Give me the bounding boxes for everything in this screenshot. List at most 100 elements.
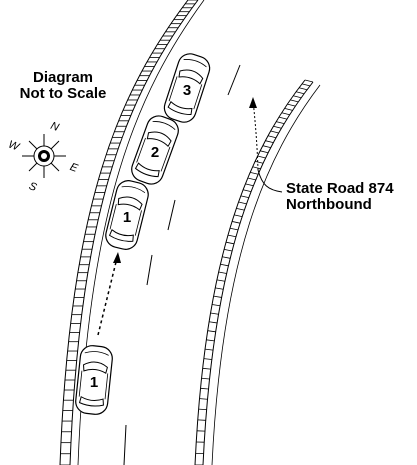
curb-tick [262, 145, 271, 149]
curb-tick [216, 279, 225, 282]
curb-tick [270, 130, 279, 134]
curb-tick [222, 256, 231, 259]
diagram-scale-note: Diagram Not to Scale [2, 70, 124, 102]
vehicle-1-final: 1 [105, 180, 149, 250]
vehicle-rear-window [108, 229, 134, 242]
right-curb-inner-line [202, 81, 314, 465]
curb-tick [242, 189, 252, 193]
curb-tick [276, 121, 285, 125]
road-label-line2: Northbound [286, 196, 372, 213]
lane-mark-mid [167, 199, 176, 231]
curb-tick [290, 99, 299, 103]
vehicle-side-line [78, 370, 83, 397]
vehicle-number-label: 2 [151, 144, 159, 161]
curb-tick [199, 398, 208, 400]
vehicle-hood-line [152, 121, 176, 130]
curb-tick [301, 83, 311, 87]
curb-tick [295, 91, 305, 95]
vehicle-side-line [168, 76, 178, 102]
vehicle-number-label: 1 [123, 209, 131, 226]
vehicle-windshield [178, 69, 204, 85]
curb-tick [211, 304, 221, 307]
curb-tick [245, 183, 254, 187]
lane-marks [123, 64, 241, 465]
curb-tick [215, 287, 224, 290]
road-label-leader [257, 169, 283, 193]
direction-arrow-head [249, 97, 257, 108]
curb-tick [202, 367, 211, 370]
curb-tick [293, 95, 302, 99]
compass-rose-icon: N S E W [7, 120, 80, 194]
curb-tick [298, 87, 308, 91]
curb-tick [210, 312, 219, 315]
curb-tick [247, 177, 256, 181]
vehicle-hood-line [84, 351, 109, 356]
curb-tick [225, 241, 235, 245]
vehicle-hood-line [121, 186, 146, 193]
curb-tick [227, 234, 237, 238]
curb-tick [207, 330, 216, 333]
lane-mark-low [146, 254, 153, 286]
curb-tick [224, 248, 233, 252]
vehicle-rear-window [134, 162, 160, 178]
curb-tick [234, 214, 243, 217]
vehicle-2-final: 2 [131, 115, 179, 185]
direction-arrow-shaft [252, 99, 259, 171]
compass-south-label: S [27, 180, 39, 194]
vehicle-side-line [104, 373, 109, 400]
curb-tick [201, 377, 210, 380]
vehicle-rear-window [167, 100, 193, 116]
curb-tick [252, 166, 261, 170]
curb-tick [200, 387, 209, 390]
left-curb-inner-line [69, 0, 199, 465]
vehicle-3-final: 3 [163, 53, 211, 123]
vehicle-number-label: 1 [90, 374, 98, 391]
vehicle-number-label: 3 [183, 82, 191, 99]
diagram-note-line1: Diagram [32, 69, 94, 86]
left-curb-hatching [60, 0, 198, 465]
compass-north-label: N [49, 120, 61, 134]
curb-tick [257, 155, 266, 159]
right-curb-hatching [195, 79, 314, 465]
vehicle-hood-line [183, 59, 207, 68]
curb-tick [208, 321, 218, 324]
curb-tick [220, 263, 229, 267]
vehicle-side-line [134, 210, 142, 236]
curb-tick [254, 160, 264, 164]
curb-tick [265, 140, 274, 144]
curb-tick [218, 271, 227, 274]
vehicle-body [75, 345, 113, 415]
curb-tick [287, 103, 296, 107]
curb-tick [284, 107, 293, 111]
vehicle-rear-window [78, 395, 104, 407]
curb-tick [204, 348, 214, 351]
vehicle-side-line [160, 146, 171, 172]
curb-tick [229, 227, 239, 231]
vehicle-1-travel-path [97, 252, 121, 336]
road-label: State Road 874 Northbound [286, 181, 394, 213]
right-curb-outer-line [194, 79, 306, 465]
curb-tick [250, 171, 259, 175]
diagram-note-line2: Not to Scale [19, 85, 107, 102]
vehicle-side-line [136, 137, 146, 163]
curb-tick [231, 221, 241, 224]
compass-east-label: E [68, 161, 80, 175]
vehicle-1-initial: 1 [75, 345, 113, 415]
lane-mark-upper [227, 64, 241, 96]
curb-tick [236, 207, 245, 211]
right-curb [194, 79, 321, 465]
direction-arrow [249, 97, 283, 193]
right-curb-edge-line [211, 84, 321, 465]
travel-path-arrowhead [113, 252, 121, 263]
curb-tick [267, 135, 277, 139]
vehicle-windshield [146, 131, 172, 148]
curb-tick [260, 150, 269, 154]
curb-tick [304, 79, 314, 83]
curb-tick [273, 125, 282, 129]
vehicle-windshield [117, 196, 143, 211]
vehicle-side-line [109, 203, 117, 230]
curb-tick [278, 116, 288, 120]
vehicle-side-line [193, 84, 203, 110]
curb-tick [213, 295, 222, 298]
